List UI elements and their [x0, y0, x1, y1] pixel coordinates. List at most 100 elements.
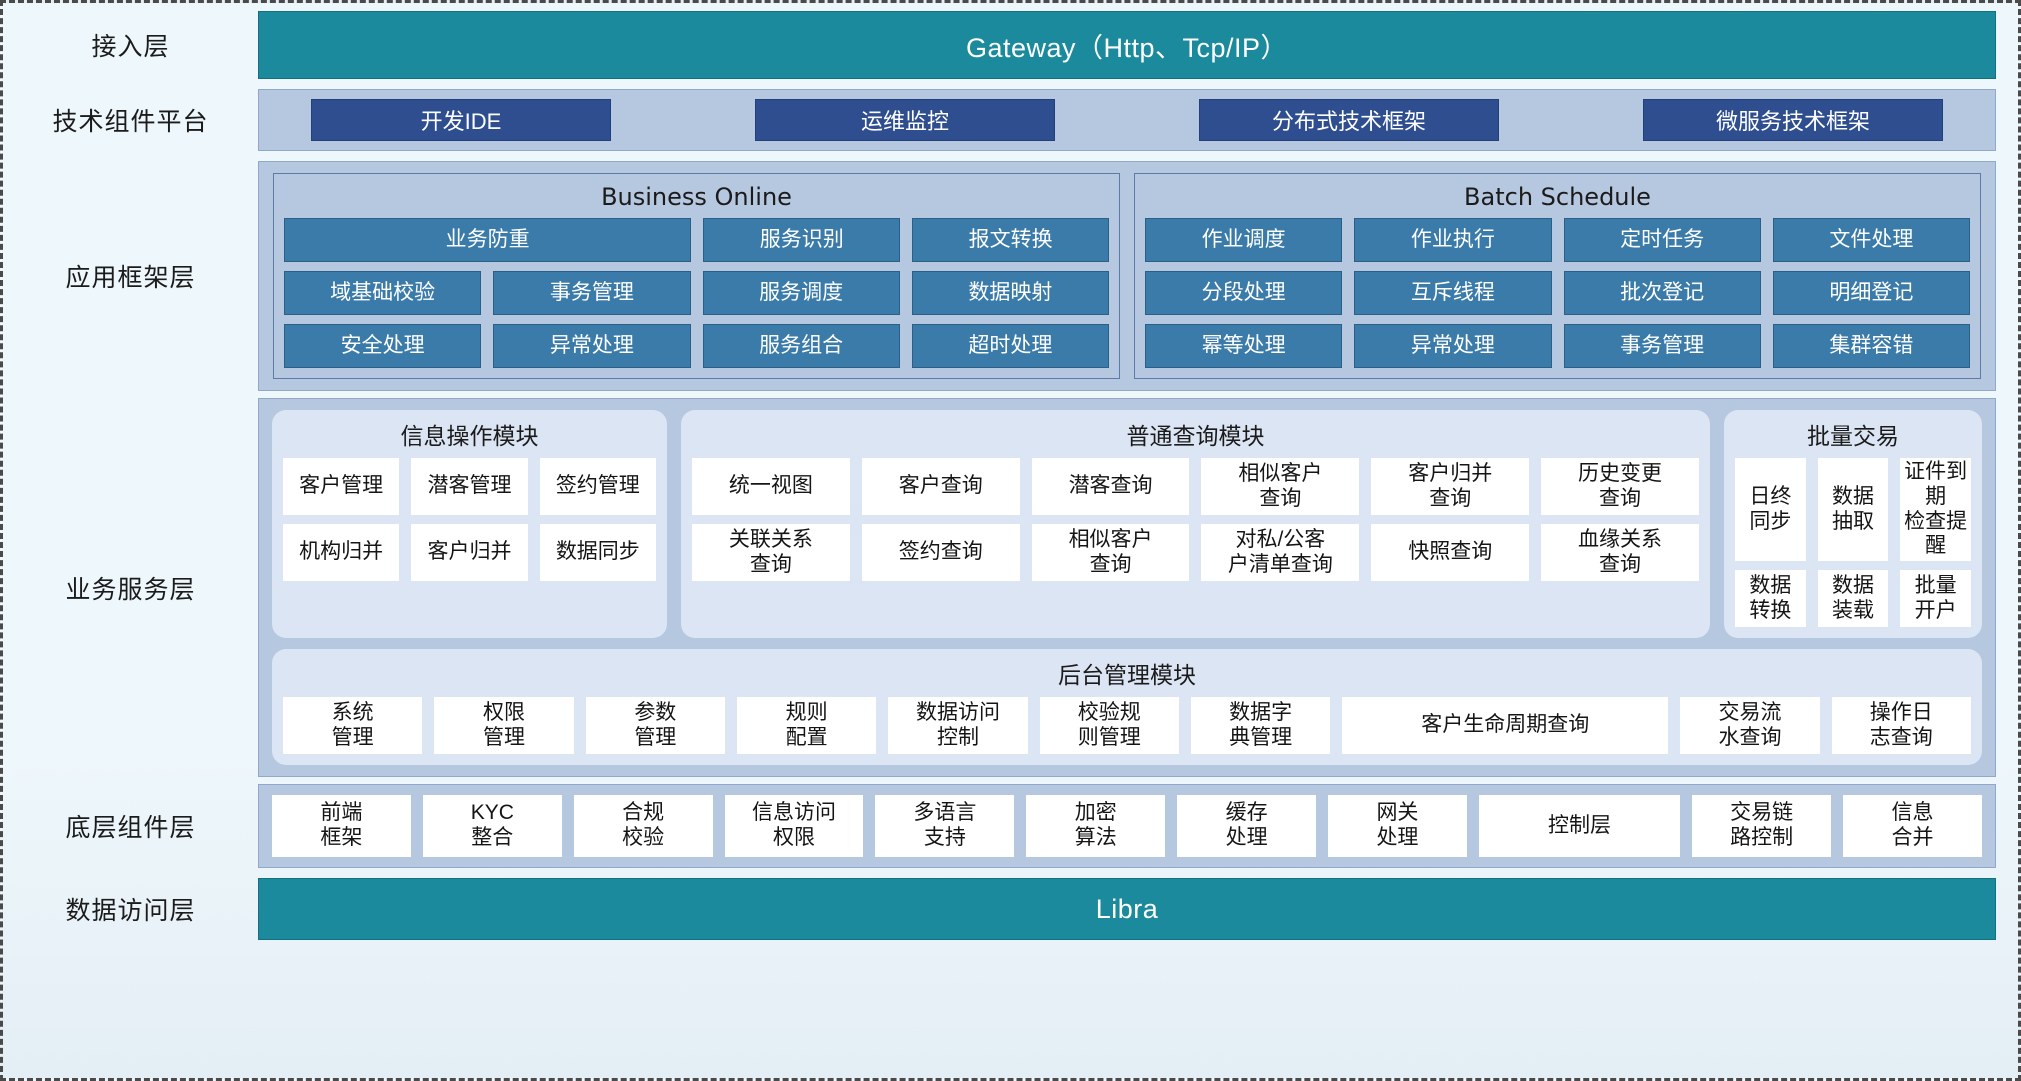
framework-cell[interactable]: 域基础校验 [284, 271, 482, 315]
business-module-cell[interactable]: 血缘关系 查询 [1541, 524, 1699, 581]
business-module-cell[interactable]: 客户归并 [411, 524, 528, 581]
component-cell[interactable]: 前端 框架 [272, 795, 411, 858]
business-module-cell[interactable]: 统一视图 [692, 458, 850, 515]
framework-row: 安全处理异常处理服务组合超时处理 [284, 324, 1109, 368]
business-module-cell[interactable]: 机构归并 [283, 524, 400, 581]
business-module-row: 客户管理潜客管理签约管理 [283, 458, 656, 515]
framework-cell[interactable]: 互斥线程 [1354, 271, 1552, 315]
business-module-cell[interactable]: 批量 开户 [1900, 570, 1972, 628]
business-module-cell[interactable]: 签约管理 [539, 458, 656, 515]
business-module-title: 普通查询模块 [1126, 424, 1265, 450]
business-module: 信息操作模块客户管理潜客管理签约管理机构归并客户归并数据同步 [272, 410, 667, 639]
component-cell[interactable]: 网关 处理 [1328, 795, 1467, 858]
tech-chip-2[interactable]: 分布式技术框架 [1199, 99, 1499, 141]
business-module-cell[interactable]: 签约查询 [861, 524, 1020, 581]
framework-row: 业务防重服务识别报文转换 [284, 218, 1110, 262]
libra-bar: Libra [258, 878, 1996, 941]
business-module-cell[interactable]: 规则 配置 [736, 697, 877, 755]
framework-cell[interactable]: 分段处理 [1145, 271, 1343, 315]
framework-grid-1: 作业调度作业执行定时任务文件处理分段处理互斥线程批次登记明细登记幂等处理异常处理… [1145, 218, 1970, 368]
business-modules-bottom: 后台管理模块系统 管理权限 管理参数 管理规则 配置数据访问 控制校验规 则管理… [272, 649, 1982, 766]
framework-cell[interactable]: 异常处理 [493, 324, 691, 368]
business-module-cell[interactable]: 数据访问 控制 [888, 697, 1028, 755]
component-cell[interactable]: 合规 校验 [573, 795, 713, 858]
framework-cell[interactable]: 数据映射 [911, 271, 1109, 315]
layer-body-business: 信息操作模块客户管理潜客管理签约管理机构归并客户归并数据同步普通查询模块统一视图… [258, 398, 1996, 778]
business-module-cell[interactable]: 操作日 志查询 [1831, 697, 1971, 755]
business-module-row: 统一视图客户查询潜客查询相似客户 查询客户归并 查询历史变更 查询 [692, 458, 1699, 515]
framework-cell[interactable]: 报文转换 [912, 218, 1110, 262]
framework-cell[interactable]: 明细登记 [1772, 271, 1970, 315]
component-cell[interactable]: KYC 整合 [422, 795, 562, 858]
business-module-cell[interactable]: 潜客查询 [1031, 458, 1190, 515]
component-cell[interactable]: 控制层 [1478, 795, 1681, 858]
framework-row: 域基础校验事务管理服务调度数据映射 [284, 271, 1109, 315]
framework-cell[interactable]: 文件处理 [1772, 218, 1970, 262]
business-module-cell[interactable]: 参数 管理 [585, 697, 725, 755]
layer-body-tech: 开发IDE 运维监控 分布式技术框架 微服务技术框架 [258, 89, 1996, 151]
business-module-cell[interactable]: 交易流 水查询 [1680, 697, 1820, 755]
business-module-cell[interactable]: 客户归并 查询 [1371, 458, 1530, 515]
framework-cell[interactable]: 批次登记 [1563, 271, 1761, 315]
business-module-cell[interactable]: 客户查询 [861, 458, 1020, 515]
business-module-cell[interactable]: 相似客户 查询 [1201, 458, 1360, 515]
business-module-cell[interactable]: 快照查询 [1371, 524, 1530, 581]
component-cell[interactable]: 缓存 处理 [1177, 795, 1317, 858]
business-module-title: 信息操作模块 [400, 424, 539, 450]
business-module-cell[interactable]: 日终 同步 [1735, 458, 1806, 562]
business-module-cell[interactable]: 客户生命周期查询 [1342, 697, 1669, 755]
business-module-cell[interactable]: 数据 转换 [1735, 570, 1806, 628]
framework-cell[interactable]: 事务管理 [493, 271, 691, 315]
business-modules-top: 信息操作模块客户管理潜客管理签约管理机构归并客户归并数据同步普通查询模块统一视图… [272, 410, 1982, 639]
component-cell[interactable]: 信息 合并 [1843, 795, 1982, 858]
tech-chip-0[interactable]: 开发IDE [311, 99, 611, 141]
component-cell[interactable]: 交易链 路控制 [1692, 795, 1832, 858]
component-cell[interactable]: 多语言 支持 [875, 795, 1015, 858]
framework-cell[interactable]: 作业调度 [1145, 218, 1343, 262]
business-module-cell[interactable]: 证件到期 检查提醒 [1900, 458, 1972, 562]
business-module-cell[interactable]: 系统 管理 [283, 697, 423, 755]
business-module-cell[interactable]: 校验规 则管理 [1039, 697, 1179, 755]
business-module-cell[interactable]: 对私/公客 户清单查询 [1201, 524, 1360, 581]
component-cell[interactable]: 信息访问 权限 [724, 795, 864, 858]
framework-cell[interactable]: 服务调度 [702, 271, 900, 315]
business-module-cell[interactable]: 历史变更 查询 [1541, 458, 1699, 515]
business-module-cell[interactable]: 客户管理 [283, 458, 400, 515]
business-module-cell[interactable]: 相似客户 查询 [1031, 524, 1190, 581]
framework-cell[interactable]: 超时处理 [911, 324, 1109, 368]
business-module-cell[interactable]: 潜客管理 [411, 458, 528, 515]
framework-cell[interactable]: 业务防重 [284, 218, 692, 262]
layer-business-service: 业务服务层 信息操作模块客户管理潜客管理签约管理机构归并客户归并数据同步普通查询… [3, 398, 2018, 778]
spacer [3, 391, 2018, 398]
framework-cell[interactable]: 安全处理 [284, 324, 482, 368]
framework-cell[interactable]: 定时任务 [1563, 218, 1761, 262]
business-module-grid: 日终 同步数据 抽取证件到期 检查提醒数据 转换数据 装载批量 开户 [1735, 458, 1972, 628]
gateway-bar: Gateway（Http、Tcp/IP） [258, 11, 1996, 79]
business-module-cell[interactable]: 数据字 典管理 [1190, 697, 1331, 755]
framework-cell[interactable]: 事务管理 [1563, 324, 1761, 368]
business-module-cell[interactable]: 数据同步 [539, 524, 656, 581]
business-module: 批量交易日终 同步数据 抽取证件到期 检查提醒数据 转换数据 装载批量 开户 [1724, 410, 1982, 639]
framework-row: 幂等处理异常处理事务管理集群容错 [1145, 324, 1970, 368]
framework-row: 作业调度作业执行定时任务文件处理 [1145, 218, 1970, 262]
framework-cell[interactable]: 作业执行 [1354, 218, 1552, 262]
framework-cell[interactable]: 服务识别 [703, 218, 901, 262]
framework-cell[interactable]: 服务组合 [702, 324, 900, 368]
framework-group-title-1: Batch Schedule [1464, 183, 1651, 211]
framework-cell[interactable]: 幂等处理 [1145, 324, 1343, 368]
business-module-cell[interactable]: 数据 装载 [1817, 570, 1889, 628]
business-module-cell[interactable]: 数据 抽取 [1817, 458, 1889, 562]
framework-cell[interactable]: 集群容错 [1772, 324, 1970, 368]
layer-body-data: Libra [258, 878, 1996, 941]
business-module-cell[interactable]: 关联关系 查询 [692, 524, 850, 581]
spacer [3, 151, 2018, 161]
business-module: 普通查询模块统一视图客户查询潜客查询相似客户 查询客户归并 查询历史变更 查询关… [681, 410, 1710, 639]
framework-cell[interactable]: 异常处理 [1354, 324, 1552, 368]
business-module-row: 数据 转换数据 装载批量 开户 [1735, 570, 1972, 628]
tech-chip-1[interactable]: 运维监控 [755, 99, 1055, 141]
tech-chip-3[interactable]: 微服务技术框架 [1643, 99, 1943, 141]
business-module-cell[interactable]: 权限 管理 [434, 697, 574, 755]
component-cell[interactable]: 加密 算法 [1026, 795, 1166, 858]
